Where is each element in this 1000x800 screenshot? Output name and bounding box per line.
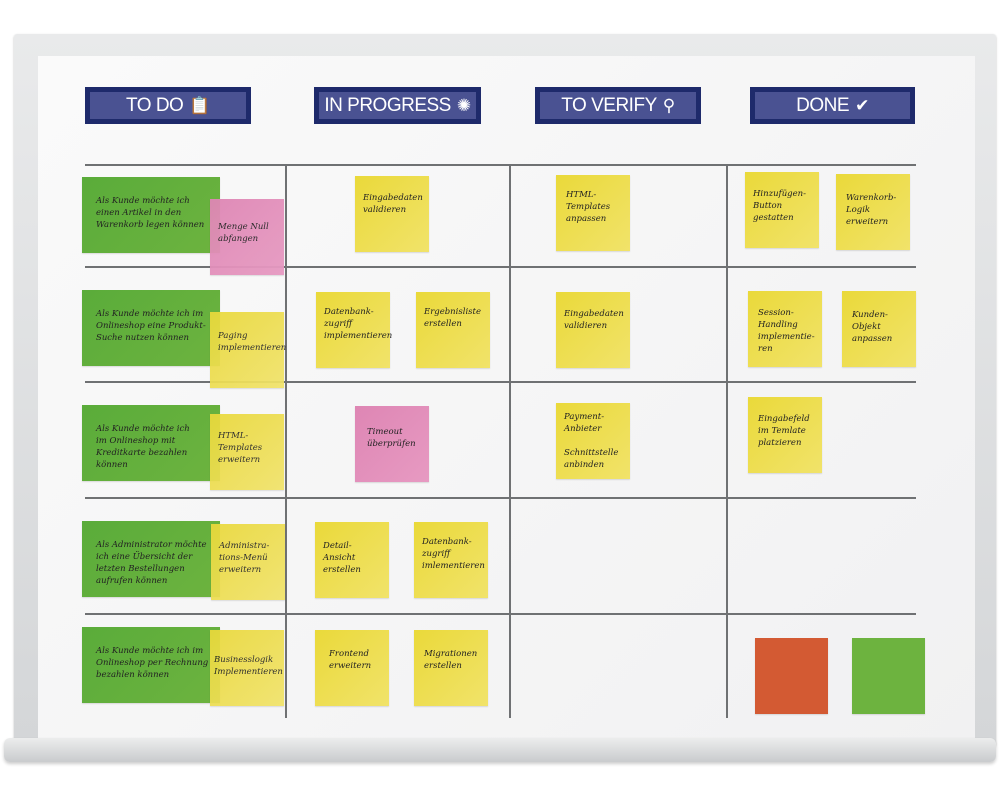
task-note[interactable]: Datenbank- zugriff imlementieren [414,522,488,598]
task-note[interactable]: Paging implementieren [210,312,286,388]
column-divider [726,165,728,718]
row-divider [85,266,916,268]
spinner-icon: ✺ [456,96,471,115]
task-note[interactable]: Ergebnisliste erstellen [416,292,490,368]
row-divider [85,381,916,383]
task-note[interactable]: Payment- Anbieter Schnittstelle anbinden [556,403,630,479]
column-label: TO DO [126,94,184,116]
column-label: IN PROGRESS [324,94,451,116]
story-card[interactable]: Als Kunde möchte ich im Onlineshop per R… [82,627,220,703]
column-label: TO VERIFY [561,94,657,116]
task-note[interactable]: Session- Handling implementie- ren [748,291,822,367]
checkmark-icon: ✔ [855,96,869,115]
task-note[interactable]: Datenbank- zugriff implementieren [316,292,392,368]
task-note[interactable]: Businesslogik Implementieren [210,630,284,706]
column-header-done: DONE ✔ [750,87,915,124]
row-divider [85,613,916,615]
story-card[interactable]: Als Kunde möchte ich im Onlineshop eine … [82,290,220,366]
task-note[interactable]: Eingabedaten validieren [355,176,429,252]
task-note[interactable]: HTML- Templates erweitern [210,414,284,490]
task-note[interactable]: Migrationen erstellen [414,630,488,706]
task-note[interactable]: Hinzufügen- Button gestatten [745,172,819,248]
task-note[interactable]: HTML- Templates anpassen [556,175,630,251]
row-divider [85,164,916,166]
column-divider [509,165,511,718]
task-note[interactable]: Warenkorb- Logik erweitern [836,174,910,250]
task-note-blocked[interactable]: Timeout überprüfen [355,406,429,482]
task-note[interactable]: Detail-Ansicht erstellen [315,522,389,598]
task-note[interactable]: Eingabefeld im Temlate platzieren [748,397,822,473]
task-note[interactable]: Frontend erweitern [315,630,389,706]
task-note[interactable]: Kunden- Objekt anpassen [842,291,916,367]
clipboard-icon: 📋 [189,96,210,115]
column-label: DONE [796,94,850,116]
magnifier-icon: ⚲ [662,96,675,115]
task-note[interactable]: Administra- tions-Menü erweitern [211,524,285,600]
story-card[interactable]: Als Administrator möchte ich eine Übersi… [82,521,220,597]
column-divider [285,165,287,718]
marker-tray [4,738,996,762]
column-header-to-verify: TO VERIFY ⚲ [535,87,701,124]
green-magnet-card[interactable] [852,638,925,714]
column-header-todo: TO DO 📋 [85,87,251,124]
red-magnet-card[interactable] [755,638,828,714]
story-card[interactable]: Als Kunde möchte ich einen Artikel in de… [82,177,220,253]
column-header-in-progress: IN PROGRESS ✺ [314,87,481,124]
task-note-blocked[interactable]: Menge Null abfangen [210,199,284,275]
story-card[interactable]: Als Kunde möchte ich im Onlineshop mit K… [82,405,220,481]
row-divider [85,497,916,499]
task-note[interactable]: Eingabedaten validieren [556,292,630,368]
